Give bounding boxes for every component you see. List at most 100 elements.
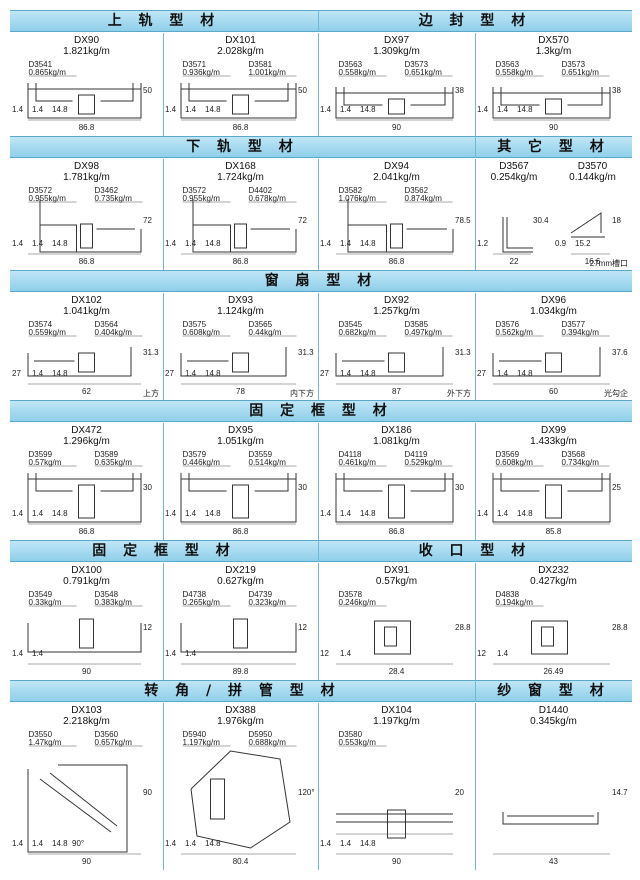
profile-web [40, 224, 77, 252]
dimension-label: 86.8 [388, 527, 405, 536]
profile-leg [500, 473, 540, 492]
profile-weight: 1.034kg/m [530, 306, 577, 317]
profile-outline [27, 473, 142, 523]
profile-drawing [180, 605, 297, 665]
profile-weight: 0.254kg/m [490, 172, 538, 183]
profile-drawing [493, 605, 610, 665]
profile-weight: 2.041kg/m [373, 172, 420, 183]
profile-leg [188, 83, 227, 102]
part-weight: 0.955kg/m [182, 194, 220, 203]
band-divider [475, 680, 476, 702]
part-code: D3572 [182, 186, 207, 195]
dimension-label: 1.4 [165, 239, 177, 248]
profile-drawing [27, 465, 143, 525]
profile-core [384, 626, 397, 647]
part-code: D3589 [94, 450, 119, 459]
part-weight: 1.001kg/m [248, 68, 286, 77]
part-weight: 0.688kg/m [248, 738, 286, 747]
dimension-label: 14.8 [517, 369, 533, 378]
profile-core [388, 352, 405, 373]
cell-divider [318, 159, 319, 270]
profile-drawing [27, 605, 143, 665]
profile-drawing [181, 199, 297, 255]
profile-core [78, 94, 95, 115]
profile-code: DX168 [225, 161, 256, 172]
dimension-label: 1.4 [185, 509, 197, 518]
profile-outline [335, 87, 454, 119]
part-code: D3585 [404, 320, 429, 329]
profile-code: DX219 [225, 565, 256, 576]
part-weight: 0.57kg/m [28, 458, 62, 467]
section-title-fixed-frame-2: 固 定 框 型 材 [92, 543, 236, 559]
profile-code: DX93 [227, 295, 253, 306]
dimension-label: 120° [298, 787, 315, 797]
dimension-label: 14.7 [612, 787, 628, 797]
dimension-label: 86.8 [232, 527, 249, 536]
dimension-label: 90 [392, 123, 401, 132]
part-weight: 0.553kg/m [338, 738, 376, 747]
profile-leg [410, 473, 446, 492]
dimension-label: 14.8 [52, 239, 68, 248]
band-divider [475, 136, 476, 158]
part-weight: 0.608kg/m [495, 458, 533, 467]
cell-divider [475, 33, 476, 136]
cell-divider [318, 293, 319, 400]
section-band-row4 [10, 400, 632, 422]
part-weight: 0.323kg/m [248, 598, 286, 607]
profile-note: 上方 [143, 389, 159, 398]
dimension-label: 28.4 [388, 667, 405, 676]
section-band-row6 [10, 680, 632, 702]
part-code: D3580 [338, 730, 363, 739]
dimension-label: 1.4 [165, 509, 177, 518]
part-code: D3581 [248, 60, 273, 69]
part-code: D4838 [495, 590, 520, 599]
part-weight: 0.874kg/m [404, 194, 442, 203]
part-code: D4738 [182, 590, 207, 599]
dimension-label: 1.4 [32, 369, 44, 378]
profile-outline [502, 812, 599, 825]
dimension-label: 72 [143, 215, 152, 225]
part-weight: 0.635kg/m [94, 458, 132, 467]
dimension-label: 1.4 [165, 839, 177, 848]
part-weight: 0.562kg/m [495, 328, 533, 337]
dimension-label: 72 [298, 215, 307, 225]
profile-code: DX232 [538, 565, 569, 576]
profile-drawing [180, 75, 297, 121]
section-band-row1 [10, 10, 632, 32]
dimension-label: 14.8 [205, 105, 221, 114]
part-code: D3575 [182, 320, 207, 329]
part-weight: 0.651kg/m [404, 68, 442, 77]
part-weight: 0.265kg/m [182, 598, 220, 607]
dimension-label: 1.4 [12, 105, 24, 114]
dimension-label: 90 [143, 787, 152, 797]
profile-leg [254, 473, 289, 492]
dimension-label: 27 [320, 369, 329, 378]
part-code: D3549 [28, 590, 53, 599]
part-weight: 0.657kg/m [94, 738, 132, 747]
cell-divider [163, 563, 164, 680]
dimension-label: 1.4 [185, 105, 197, 114]
dimension-label: 30.4 [533, 215, 549, 225]
profile-core [387, 809, 406, 839]
profile-drawing [570, 212, 610, 255]
part-weight: 1.197kg/m [182, 738, 220, 747]
dimension-label: 90° [72, 839, 85, 848]
dimension-label: 1.4 [340, 649, 352, 658]
profile-weight: 1.296kg/m [63, 436, 110, 447]
dimension-label: 86.8 [232, 257, 249, 266]
part-weight: 0.394kg/m [561, 328, 599, 337]
profile-code: DX92 [383, 295, 409, 306]
profile-weight: 2.028kg/m [217, 46, 264, 57]
profile-drawing [335, 75, 454, 121]
profile-outline [27, 764, 128, 853]
dimension-label: 1.4 [12, 239, 24, 248]
part-code: D3563 [495, 60, 520, 69]
profile-leg [343, 473, 383, 492]
profile-code: DX98 [73, 161, 99, 172]
dimension-label: 50 [143, 85, 152, 95]
